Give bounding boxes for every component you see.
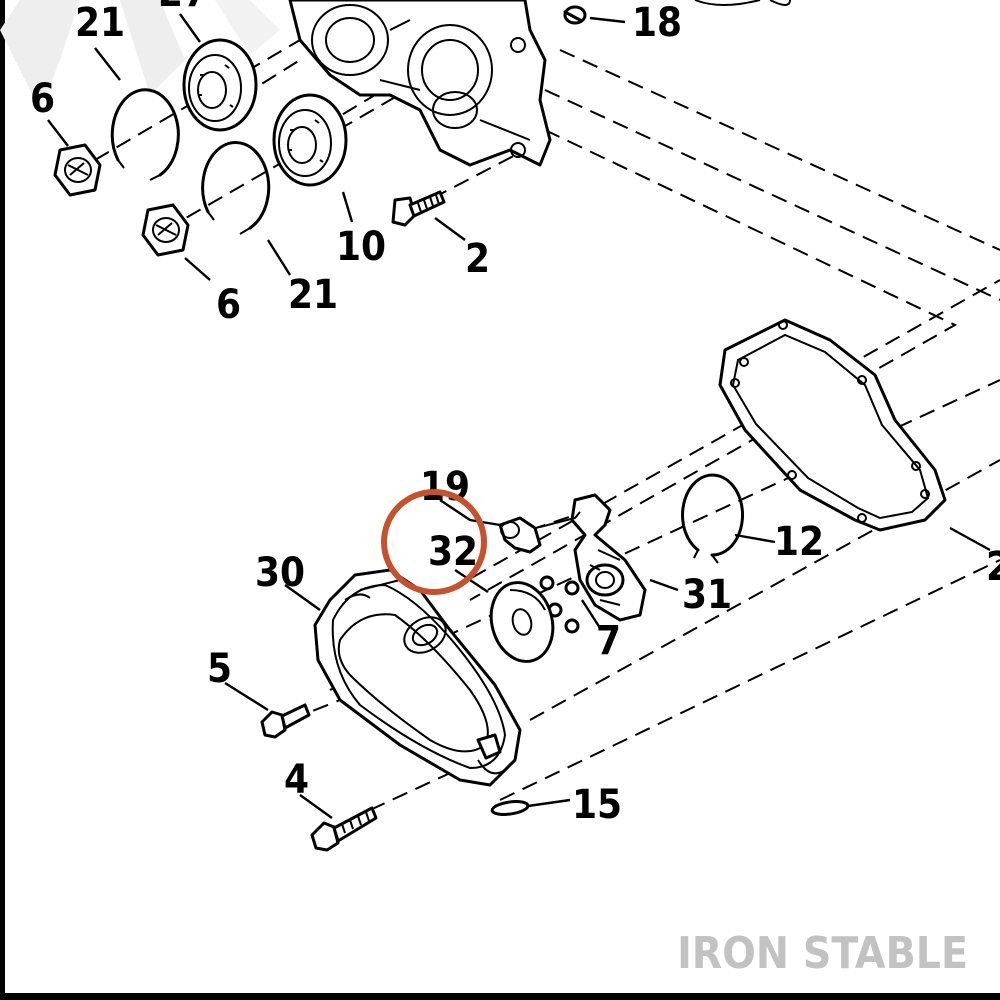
callout-31: 31 <box>682 572 732 618</box>
callout-15: 15 <box>572 782 622 828</box>
ramp-disc <box>489 581 555 663</box>
callout-7: 7 <box>596 618 621 664</box>
callout-21-bottom: 21 <box>288 272 338 318</box>
callout-6-bottom: 6 <box>216 282 241 328</box>
gasket <box>718 318 947 532</box>
watermark-logo: IRON STABLE <box>677 928 968 979</box>
frame-border-left <box>0 0 5 1000</box>
callout-2-right: 2 <box>986 544 1000 590</box>
bolt-2-top <box>391 190 446 227</box>
leader-lines <box>47 13 991 819</box>
adjuster-19 <box>498 511 581 554</box>
hex-nut-6-bottom <box>141 203 190 257</box>
top-right-fragment <box>694 0 791 6</box>
transmission-housing <box>288 0 552 167</box>
bearing-10 <box>272 93 348 187</box>
retaining-ring-21-top <box>110 88 180 181</box>
callout-5: 5 <box>207 646 232 692</box>
frame-border-bottom <box>0 993 1000 1000</box>
callout-4: 4 <box>284 757 309 803</box>
o-ring-15 <box>490 800 530 816</box>
callout-10: 10 <box>336 224 386 270</box>
callout-6-top: 6 <box>30 76 55 122</box>
background-stripes <box>0 0 280 110</box>
callout-labels: 21 27 6 18 10 2 6 21 19 32 30 12 31 7 5 … <box>30 0 1000 828</box>
callout-12: 12 <box>774 519 824 565</box>
ball-bearings-7 <box>539 575 580 634</box>
callout-32: 32 <box>428 529 478 575</box>
callout-30: 30 <box>255 550 305 596</box>
callout-2-top: 2 <box>465 236 490 282</box>
highlight-circle <box>381 489 487 595</box>
retaining-ring-21-bottom <box>201 141 271 235</box>
screw-4 <box>310 806 378 852</box>
hex-nut-6-top <box>53 143 102 197</box>
bearing-27 <box>182 38 258 132</box>
side-cover-30 <box>313 568 522 787</box>
callout-18: 18 <box>632 0 682 46</box>
callout-21-top: 21 <box>75 0 125 46</box>
part-18-pin <box>563 5 587 25</box>
snap-ring-12 <box>681 473 745 564</box>
screw-5 <box>260 703 311 739</box>
callout-27-top: 27 <box>158 0 208 16</box>
release-arm-31 <box>570 493 647 622</box>
